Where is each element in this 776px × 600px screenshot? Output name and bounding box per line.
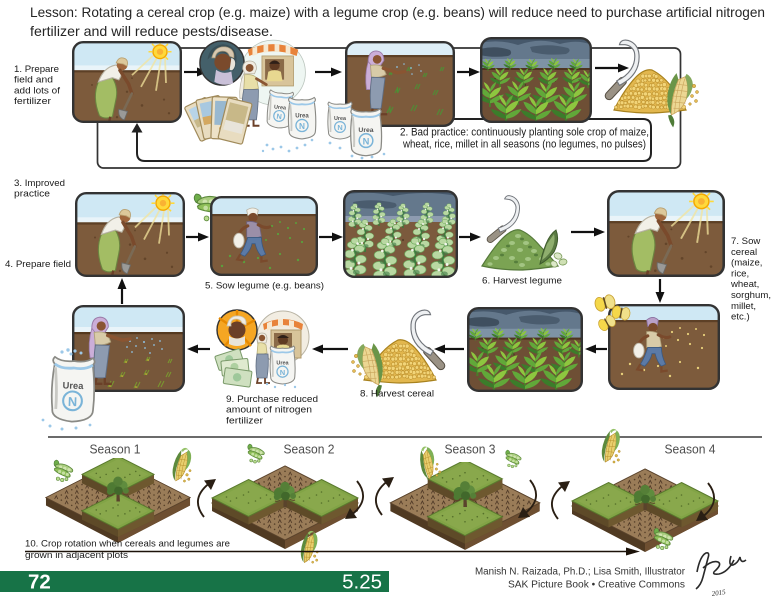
svg-text:Season 3: Season 3: [445, 443, 496, 457]
svg-text:Lesson: Rotating a cereal crop: Lesson: Rotating a cereal crop (e.g. mai…: [30, 5, 765, 20]
svg-text:grown in adjacent plots: grown in adjacent plots: [25, 550, 128, 561]
svg-text:10. Crop rotation when cereals: 10. Crop rotation when cereals and legum…: [25, 539, 230, 550]
svg-text:Manish N. Raizada, Ph.D.; Lisa: Manish N. Raizada, Ph.D.; Lisa Smith, Il…: [475, 567, 686, 578]
svg-text:Season 1: Season 1: [90, 443, 141, 457]
svg-text:6. Harvest legume: 6. Harvest legume: [482, 276, 562, 287]
svg-text:Season 4: Season 4: [665, 443, 716, 457]
svg-text:2015: 2015: [711, 588, 726, 598]
svg-text:Season 2: Season 2: [284, 443, 335, 457]
svg-text:5.25: 5.25: [342, 571, 382, 594]
svg-text:fertilizer and will reduce pes: fertilizer and will reduce pests/disease…: [30, 24, 273, 39]
svg-text:72: 72: [28, 571, 51, 594]
svg-text:8. Harvest cereal: 8. Harvest cereal: [360, 389, 434, 400]
svg-text:5. Sow legume (e.g. beans): 5. Sow legume (e.g. beans): [205, 281, 324, 292]
svg-text:2. Bad practice: continuously: 2. Bad practice: continuously planting s…: [400, 127, 649, 151]
svg-text:SAK Picture Book • Creative Co: SAK Picture Book • Creative Commons: [508, 580, 685, 591]
svg-text:4. Prepare field: 4. Prepare field: [5, 259, 71, 270]
